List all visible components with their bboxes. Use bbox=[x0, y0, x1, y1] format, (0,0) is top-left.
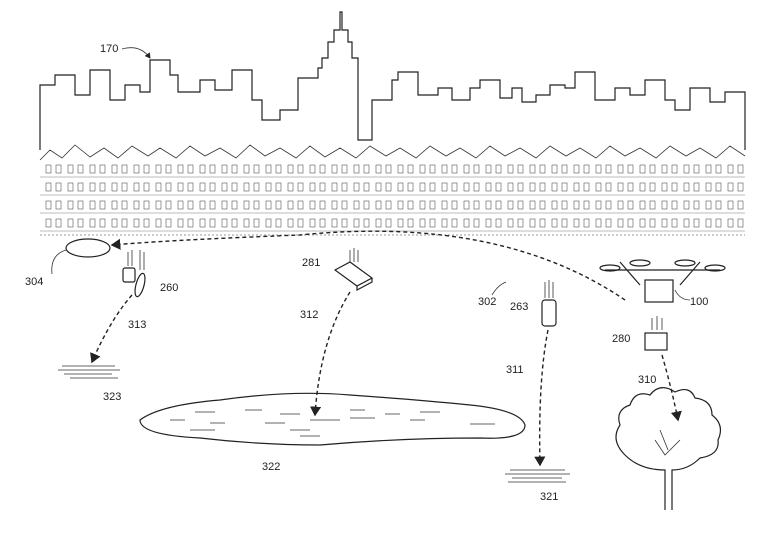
target-zone-304 bbox=[65, 238, 111, 258]
city-skyline bbox=[39, 11, 746, 236]
path-311 bbox=[534, 329, 549, 467]
label-313: 313 bbox=[128, 319, 146, 331]
label-260: 260 bbox=[160, 282, 178, 294]
item-263 bbox=[541, 299, 557, 327]
label-263: 263 bbox=[510, 301, 528, 313]
flight-path-302 bbox=[110, 230, 626, 301]
path-312 bbox=[309, 291, 351, 417]
label-323: 323 bbox=[103, 391, 121, 403]
label-304: 304 bbox=[25, 276, 43, 288]
label-311: 311 bbox=[506, 364, 524, 376]
label-281: 281 bbox=[302, 257, 320, 269]
label-310: 310 bbox=[638, 374, 656, 386]
package-280 bbox=[644, 332, 668, 351]
tree-icon bbox=[615, 387, 722, 510]
package-281 bbox=[333, 261, 374, 291]
ground-321 bbox=[505, 469, 570, 483]
label-312: 312 bbox=[300, 309, 318, 321]
ground-323 bbox=[58, 365, 120, 379]
label-170: 170 bbox=[100, 43, 118, 55]
label-321: 321 bbox=[540, 491, 558, 503]
label-100: 100 bbox=[690, 296, 708, 308]
label-280: 280 bbox=[612, 333, 630, 345]
lake-322 bbox=[139, 392, 526, 446]
label-302: 302 bbox=[478, 296, 496, 308]
path-313 bbox=[90, 294, 133, 364]
label-322: 322 bbox=[262, 461, 280, 473]
item-260 bbox=[122, 267, 136, 283]
uav-drone-100 bbox=[599, 259, 726, 303]
parachute-icon bbox=[134, 272, 146, 298]
